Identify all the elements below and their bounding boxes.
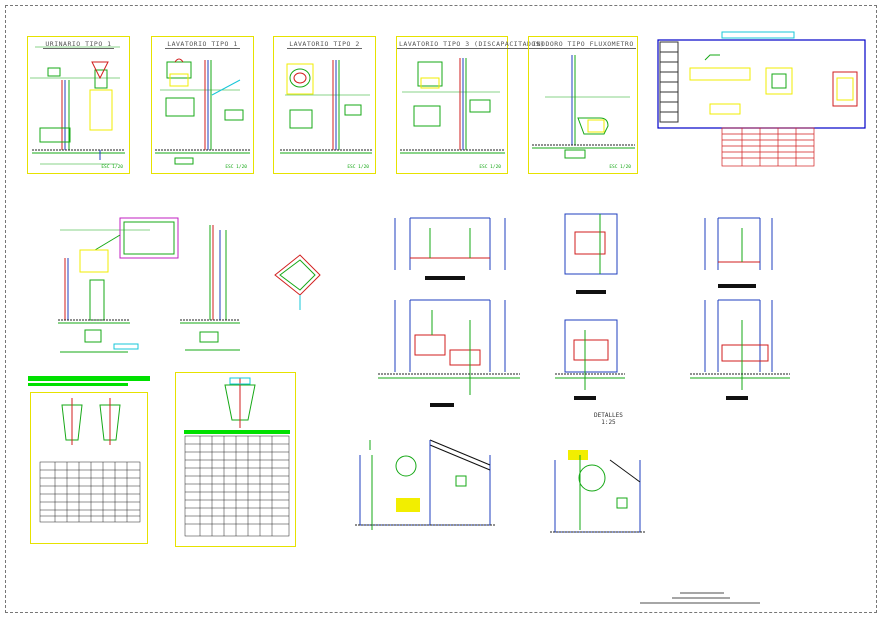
panel-urinal-dimensions-table [175,372,296,547]
panel-urinario-tipo-1: URINARIO TIPO 1 ESC 1/20 [27,36,130,174]
panel-scale: ESC 1/20 [479,165,501,170]
panel-lavatorio-tipo-2: LAVATORIO TIPO 2 ESC 1/20 [273,36,376,174]
panel-lavatorio-tipo-3: LAVATORIO TIPO 3 (DISCAPACITADOS) ESC 1/… [396,36,547,174]
details-scale: 1:25 [601,419,616,426]
panel-scale: ESC 1/20 [225,165,247,170]
panel-scale: ESC 1/20 [609,165,631,170]
panel-title: URINARIO TIPO 1 [43,40,114,49]
panel-title: LAVATORIO TIPO 3 (DISCAPACITADOS) [397,40,547,49]
panel-title: LAVATORIO TIPO 1 [165,40,240,49]
green-header-bar-1 [28,376,150,381]
panel-title: INODORO TIPO FLUXOMETRO [530,40,636,49]
green-header-bar-2 [28,383,128,386]
sheet-border [5,5,877,613]
details-label: DETALLES [594,412,623,419]
panel-scale: ESC 1/20 [347,165,369,170]
panel-inodoro-fluxometro: INODORO TIPO FLUXOMETRO ESC 1/20 [528,36,638,174]
panel-title: LAVATORIO TIPO 2 [287,40,362,49]
panel-lavatorio-tipo-1: LAVATORIO TIPO 1 ESC 1/20 [151,36,254,174]
panel-urinal-table [30,392,148,544]
panel-scale: ESC 1/20 [101,165,123,170]
